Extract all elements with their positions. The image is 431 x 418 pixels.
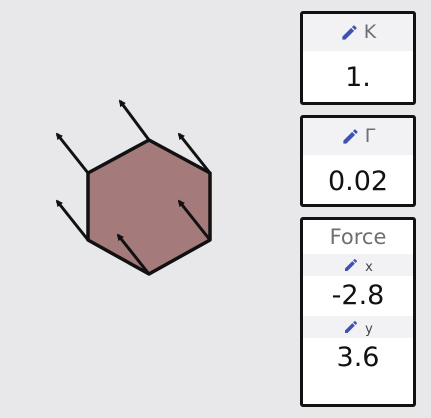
force-y-header[interactable]: y bbox=[303, 316, 413, 338]
simulation-canvas bbox=[55, 99, 212, 276]
gamma-value[interactable]: 0.02 bbox=[327, 166, 389, 197]
gamma-field-header[interactable]: Γ bbox=[303, 118, 413, 155]
force-x-symbol: x bbox=[365, 259, 373, 275]
force-arrow bbox=[55, 132, 90, 174]
force-arrow bbox=[177, 199, 212, 241]
k-value[interactable]: 1. bbox=[345, 62, 371, 93]
k-symbol-label: K bbox=[363, 21, 377, 43]
force-x-header[interactable]: x bbox=[303, 254, 413, 276]
force-panel: Force x -2.8 y 3.6 bbox=[300, 217, 416, 407]
force-arrow bbox=[177, 132, 212, 174]
force-arrow bbox=[118, 99, 151, 141]
k-field-header[interactable]: K bbox=[303, 14, 413, 51]
gamma-symbol-label: Γ bbox=[364, 125, 376, 147]
force-x-value[interactable]: -2.8 bbox=[331, 280, 385, 311]
k-field-panel: K 1. bbox=[300, 11, 416, 105]
pencil-icon[interactable] bbox=[341, 127, 360, 146]
force-y-symbol: y bbox=[365, 321, 373, 337]
pencil-icon[interactable] bbox=[343, 319, 359, 335]
hexagon-cell[interactable] bbox=[86, 138, 212, 276]
force-title: Force bbox=[329, 225, 387, 249]
pencil-icon[interactable] bbox=[340, 23, 359, 42]
gamma-field-panel: Γ 0.02 bbox=[300, 115, 416, 207]
force-y-value[interactable]: 3.6 bbox=[336, 342, 380, 373]
force-arrow bbox=[55, 199, 90, 241]
force-arrow bbox=[116, 233, 151, 275]
pencil-icon[interactable] bbox=[343, 257, 359, 273]
